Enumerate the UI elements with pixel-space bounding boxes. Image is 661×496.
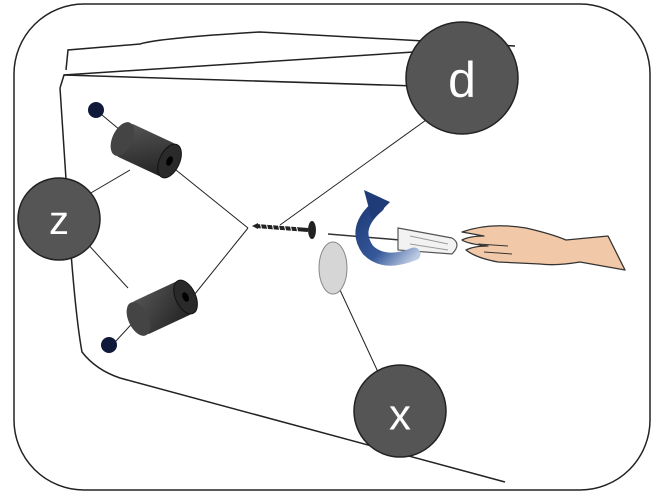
callout-z: z xyxy=(17,177,101,261)
screwdriver-icon xyxy=(327,227,458,255)
screw-hole-icon xyxy=(101,337,117,353)
callout-d: d xyxy=(405,21,519,135)
device-outline xyxy=(59,31,516,483)
rotate-clockwise-icon xyxy=(355,190,421,266)
callout-d-label: d xyxy=(448,52,476,108)
callout-x: x xyxy=(353,364,447,458)
hand-icon xyxy=(461,225,626,271)
rubber-foot-icon xyxy=(126,279,198,336)
leader-lines xyxy=(83,109,441,373)
cover-cap-icon xyxy=(318,241,348,295)
callout-x-label: x xyxy=(389,391,411,440)
outer-frame xyxy=(13,3,651,491)
rubber-foot-icon xyxy=(110,122,182,179)
screw-icon xyxy=(252,221,316,239)
screw-hole-icon xyxy=(88,102,104,118)
callout-z-label: z xyxy=(49,199,69,243)
